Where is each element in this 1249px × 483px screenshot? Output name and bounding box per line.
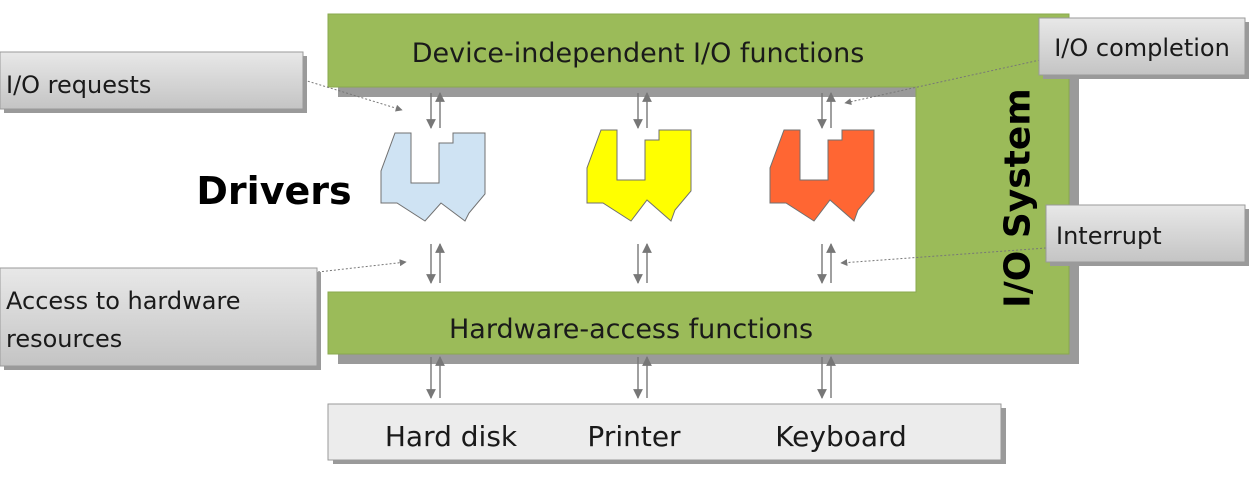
arrow-group-col2 <box>633 92 652 399</box>
arrow-group-col3 <box>817 92 836 399</box>
callout-io-requests: I/O requests <box>0 51 307 113</box>
callout-io-completion: I/O completion <box>1038 17 1249 79</box>
callout-io-requests-text: I/O requests <box>6 71 151 99</box>
driver-icon-harddisk <box>380 132 486 222</box>
callout-connectors <box>303 59 1047 273</box>
bottom-band-label: Hardware-access functions <box>449 314 813 345</box>
callout-hardware-access-line2: resources <box>6 325 122 353</box>
devices-box: Hard disk Printer Keyboard <box>327 403 1006 464</box>
callout-hardware-access: Access to hardware resources <box>0 267 321 370</box>
device-printer: Printer <box>587 420 681 453</box>
arrow-group-col1 <box>426 92 445 399</box>
io-system-block <box>327 13 1070 355</box>
io-system-title: I/O System <box>998 88 1039 308</box>
driver-icon-keyboard <box>769 129 875 222</box>
driver-icon-printer <box>586 129 692 222</box>
callout-hardware-access-line1: Access to hardware <box>6 287 241 315</box>
device-hard-disk: Hard disk <box>385 420 518 453</box>
drivers-label: Drivers <box>196 169 351 213</box>
top-band-label: Device-independent I/O functions <box>412 38 865 69</box>
callout-interrupt: Interrupt <box>1045 204 1249 266</box>
callout-interrupt-text: Interrupt <box>1056 222 1162 250</box>
device-keyboard: Keyboard <box>775 420 907 453</box>
callout-io-completion-text: I/O completion <box>1054 34 1230 62</box>
